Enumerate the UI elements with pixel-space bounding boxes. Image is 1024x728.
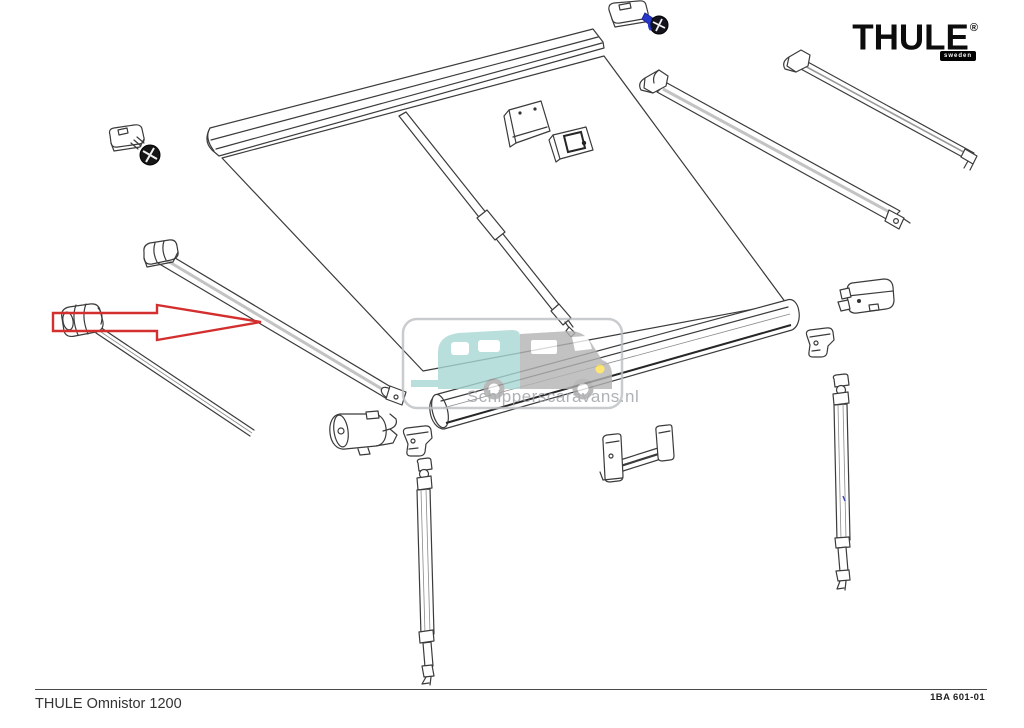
watermark-frame	[401, 317, 624, 410]
end-cap-top	[608, 0, 649, 28]
left-rafter-arm	[143, 239, 407, 406]
lock-bracket	[548, 126, 594, 163]
left-support-arm	[95, 326, 255, 437]
registered-trademark-icon: ®	[969, 22, 978, 34]
watermark-text: Schipperscaravans.nl	[467, 387, 640, 406]
footer-divider	[35, 689, 987, 690]
gearbox-left	[329, 410, 398, 456]
support-leg-left	[416, 457, 435, 686]
right-support-arm	[639, 69, 911, 230]
screw-black	[130, 136, 161, 166]
clamp-right	[805, 327, 835, 358]
cassette-case-profile	[206, 28, 605, 157]
model-title: THULE Omnistor 1200	[35, 696, 182, 712]
clamp-left	[402, 425, 433, 457]
gearbox-right	[837, 278, 895, 314]
screw-blue	[641, 12, 669, 35]
support-leg-right	[832, 373, 851, 591]
brand-badge: sweden	[940, 51, 976, 61]
brand-logo-text: THULE	[852, 17, 969, 58]
caravan-icon	[411, 330, 612, 400]
drawing-number: 1BA 601-01	[930, 692, 985, 703]
wall-bracket	[599, 424, 675, 483]
callout-arrow	[51, 303, 262, 342]
right-rafter-arm	[783, 49, 978, 171]
watermark: Schipperscaravans.nl	[401, 317, 640, 410]
brand-logo: THULE® sweden	[852, 17, 978, 61]
mounting-bracket	[503, 100, 551, 148]
